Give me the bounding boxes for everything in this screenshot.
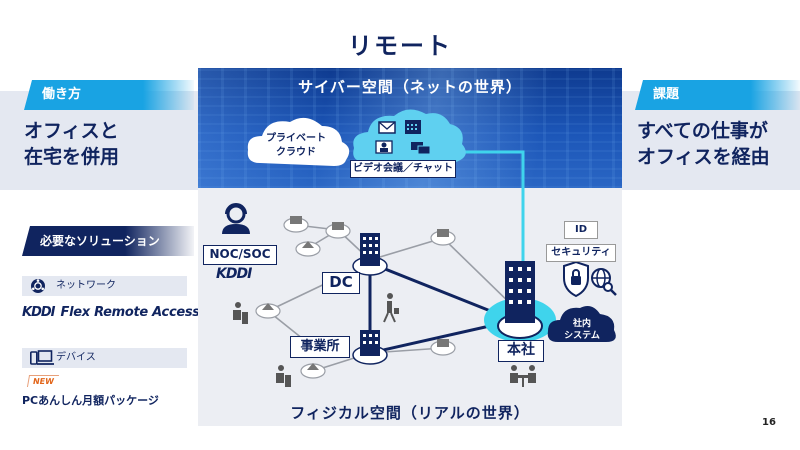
hq-building-icon xyxy=(484,261,556,342)
kddi-logo: KDDI xyxy=(22,305,55,320)
remote-worker-icons xyxy=(233,293,536,387)
flex-remote-access-product: KDDI Flex Remote Access xyxy=(22,305,200,320)
home-node xyxy=(295,241,321,257)
device-category: デバイス xyxy=(22,348,187,368)
calendar-icon xyxy=(405,120,421,134)
mail-icon xyxy=(378,121,396,134)
small-office-node xyxy=(283,216,309,233)
remote-worker-icon xyxy=(233,302,248,324)
saas-cloud-label: ビデオ会議／チャット xyxy=(350,160,456,178)
network-globe-icon xyxy=(30,278,46,302)
new-badge: NEW xyxy=(26,375,60,387)
private-cloud-line2: クラウド xyxy=(276,146,316,158)
small-office-node xyxy=(325,222,351,239)
work-style-line1: オフィスと xyxy=(24,120,119,142)
meeting-icon xyxy=(510,365,536,387)
device-label: デバイス xyxy=(56,352,96,363)
saas-cloud xyxy=(353,109,466,162)
global-search-icon xyxy=(591,268,617,296)
hq-label: 本社 xyxy=(498,340,544,362)
pc-package-product: PCあんしん月額パッケージ xyxy=(22,394,159,407)
home-node xyxy=(255,303,281,319)
work-style-tab: 働き方 xyxy=(24,80,194,110)
private-cloud-line1: プライベート xyxy=(266,131,326,144)
walking-person-icon xyxy=(383,293,399,323)
issue-line2: オフィスを経由 xyxy=(637,146,770,168)
id-label: ID xyxy=(564,221,598,239)
private-cloud: プライベート クラウド xyxy=(247,117,350,166)
cyber-space-title: サイバー空間（ネットの世界） xyxy=(298,78,522,96)
solutions-heading: 必要なソリューション xyxy=(22,226,194,256)
dc-building-icon xyxy=(352,233,388,276)
office-label: 事業所 xyxy=(290,336,350,358)
network-label: ネットワーク xyxy=(56,280,116,291)
video-call-icon xyxy=(375,140,393,154)
page-number: 16 xyxy=(762,417,776,428)
chat-icon xyxy=(411,142,431,155)
internal-system-line2: システム xyxy=(564,330,600,341)
network-category: ネットワーク xyxy=(22,276,187,296)
small-office-node xyxy=(430,229,456,246)
noc-kddi-logo: KDDI xyxy=(216,266,252,282)
remote-worker-icon xyxy=(276,365,291,387)
security-label: セキュリティ xyxy=(546,244,616,262)
internal-system-line1: 社内 xyxy=(572,317,591,329)
dc-label: DC xyxy=(322,272,360,294)
issue-text: すべての仕事が オフィスを経由 xyxy=(637,118,770,170)
network-diagram: プライベート クラウド xyxy=(222,109,617,387)
security-shield-icon xyxy=(563,260,589,298)
work-style-text: オフィスと 在宅を併用 xyxy=(24,118,119,170)
physical-space-title: フィジカル空間（リアルの世界） xyxy=(290,404,530,422)
office-building-icon xyxy=(352,330,388,365)
work-style-line2: 在宅を併用 xyxy=(24,146,120,168)
page-title: リモート xyxy=(348,32,452,60)
diagram-panel: プライベート クラウド xyxy=(198,68,622,426)
home-node xyxy=(300,363,326,379)
remote-nodes xyxy=(255,216,456,379)
internal-system-cloud: 社内 システム xyxy=(547,306,616,342)
issue-line1: すべての仕事が xyxy=(637,120,768,142)
noc-soc-label: NOC/SOC xyxy=(203,245,277,265)
noc-operator-icon xyxy=(222,203,250,234)
devices-icon xyxy=(30,350,54,374)
small-office-node xyxy=(430,339,456,356)
flex-remote-access-name: Flex Remote Access xyxy=(60,305,201,320)
issue-tab: 課題 xyxy=(635,80,800,110)
